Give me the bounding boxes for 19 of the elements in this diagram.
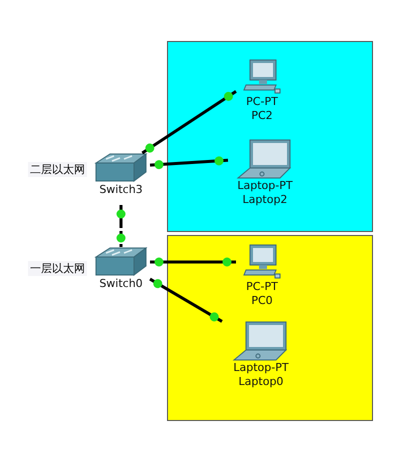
device-note: 一层以太网 [28, 261, 87, 276]
device-name: Switch0 [98, 277, 144, 291]
device-name: Laptop0 [238, 375, 284, 389]
network-cable [150, 156, 228, 170]
device-name: Switch3 [98, 183, 144, 197]
device-model: Laptop-PT [236, 179, 294, 193]
device-note: 二层以太网 [28, 162, 87, 177]
network-cable [116, 205, 126, 247]
device-name: PC0 [250, 294, 274, 308]
device-name: Laptop2 [242, 193, 288, 207]
network-cable [150, 258, 236, 266]
network-area [167, 41, 373, 232]
network-cable [141, 90, 237, 154]
device-model: PC-PT [245, 95, 279, 109]
device-model: Laptop-PT [232, 361, 290, 375]
network-cable [149, 278, 223, 323]
network-area [167, 235, 373, 421]
device-model: PC-PT [245, 280, 279, 294]
device-name: PC2 [250, 109, 274, 123]
